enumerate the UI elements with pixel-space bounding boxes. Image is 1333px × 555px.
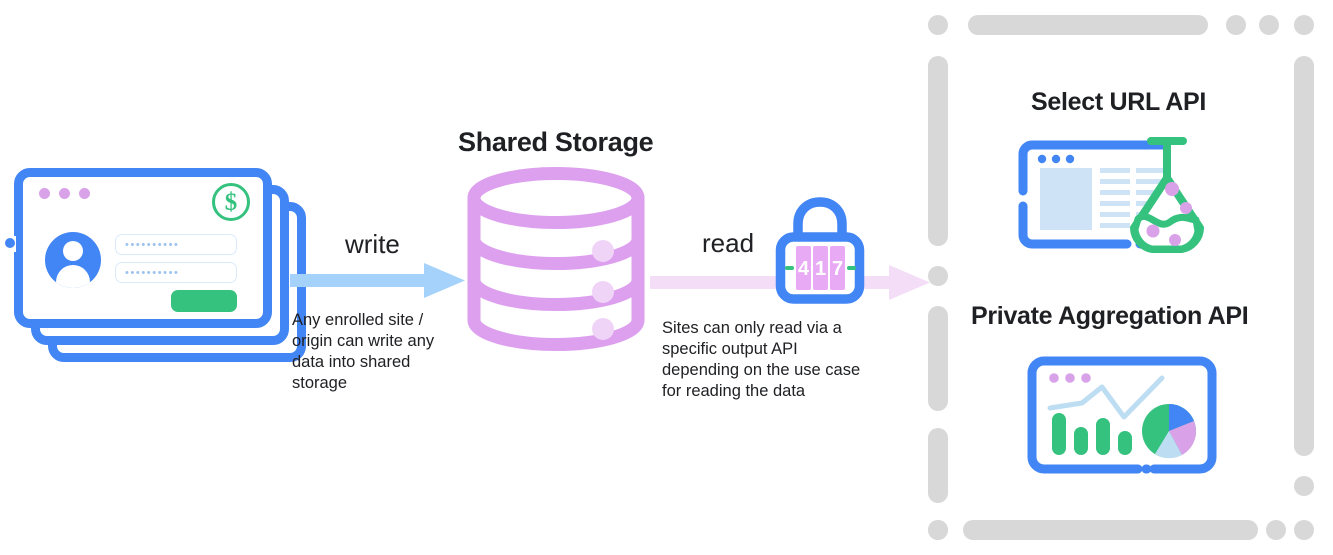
panel-border-dot-b1 [928,520,948,540]
database-cylinder-icon [467,166,645,352]
panel-border-dash-left-2 [928,306,948,411]
panel-border-dot-t2 [1226,15,1246,35]
window-dots [39,188,90,199]
erlenmeyer-flask-icon [1130,137,1204,253]
panel-border-dot-t4 [1294,15,1314,35]
write-arrow-icon [290,263,465,298]
panel-border-dash-left-3 [928,428,948,503]
lock-digit-1: 4 [798,258,810,280]
read-caption: Sites can only read via a specific outpu… [662,319,861,400]
analytics-dashboard-icon [1027,356,1217,474]
window-dot-1 [39,188,50,199]
output-apis-panel [921,8,1325,546]
panel-border-dot-r2 [1294,520,1314,540]
bar-chart-series [1052,413,1132,455]
private-aggregation-api-title: Private Aggregation API [971,302,1249,330]
lock-digit-3: 7 [832,258,843,280]
combination-padlock-icon: 4 1 7 [775,197,865,304]
card-border-dot [5,238,15,248]
flask-bubbles [1146,182,1192,246]
avatar-head [63,241,83,261]
window-dots-small [1049,373,1091,383]
panel-border-dot-b2 [1266,520,1286,540]
line-chart-series [1047,375,1165,420]
avatar-body [56,265,90,288]
browser-window-with-flask-icon [1018,137,1204,253]
username-field[interactable]: •••••••••• [115,234,237,255]
read-label: read [702,228,755,258]
content-image-block [1040,168,1092,230]
lock-digit-2: 1 [815,258,826,280]
window-dots-small [1037,154,1075,164]
browser-window-card-front: $ •••••••••• •••••••••• [14,168,272,328]
select-url-api-title: Select URL API [1031,88,1207,116]
storage-dot-2 [592,281,614,303]
panel-border-dot-t1 [928,15,948,35]
panel-border-dot-t3 [1259,15,1279,35]
panel-border-dot-l1 [928,266,948,286]
panel-border-dot-r1 [1294,476,1314,496]
write-caption: Any enrolled site / origin can write any… [292,311,435,392]
panel-border-dash-left-1 [928,56,948,246]
submit-button[interactable] [171,290,237,312]
browser-window-stack: $ •••••••••• •••••••••• [4,168,306,363]
lock-dials [796,246,845,290]
user-avatar-icon [45,232,101,288]
window-dot-2 [59,188,70,199]
panel-border-dash-bottom [963,520,1258,540]
panel-border-dash-right [1294,56,1314,456]
pie-chart-series [1142,404,1197,459]
password-field[interactable]: •••••••••• [115,262,237,283]
dollar-sign-icon: $ [212,183,250,221]
storage-dot-1 [592,240,614,262]
window-dot-3 [79,188,90,199]
shared-storage-title: Shared Storage [458,127,654,157]
write-label: write [345,229,400,259]
panel-border-dash-top [968,15,1208,35]
storage-dot-3 [592,318,614,340]
